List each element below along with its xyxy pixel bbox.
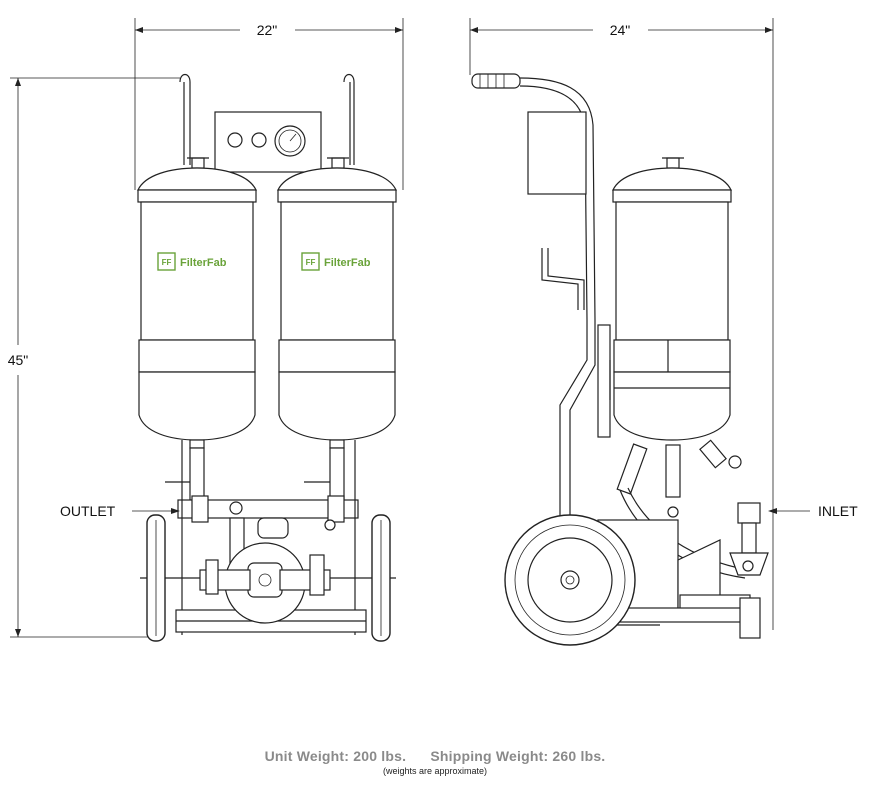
brand-mark-left: FF [162,258,172,267]
side-panel-box [527,111,587,195]
brand-name-right: FilterFab [324,257,371,269]
brand-mark-right: FF [306,258,316,267]
filter-housing-left: FF FilterFab [137,157,257,449]
outlet-callout: OUTLET [60,503,180,519]
filter-housing-right: FF FilterFab [277,157,397,449]
filter-cart-drawing: 22" 24" 45" [8,18,858,646]
side-view [471,73,769,646]
dimension-height: 45" [8,77,180,638]
outlet-label: OUTLET [60,503,116,519]
brand-name-left: FilterFab [180,257,227,269]
dimension-width-front-label: 22" [257,22,278,38]
weights-line: Unit Weight: 200 lbs. Shipping Weight: 2… [0,748,870,764]
unit-weight: Unit Weight: 200 lbs. [264,748,407,764]
shipping-weight: Shipping Weight: 260 lbs. [430,748,606,764]
front-view: FF FilterFab FF FilterFab [137,73,397,642]
dimension-width-side-label: 24" [610,22,631,38]
weights-note: (weights are approximate) [382,766,488,776]
inlet-callout: INLET [768,503,858,519]
gauge-knob-1 [227,132,243,148]
weights-block: Unit Weight: 200 lbs. Shipping Weight: 2… [0,748,870,776]
inlet-label: INLET [818,503,858,519]
gauge-knob-2 [251,132,267,148]
filter-housing-side [612,157,732,441]
dimension-width-front: 22" [134,18,404,190]
dimension-width-side: 24" [469,18,774,630]
dimension-height-label: 45" [8,352,29,368]
